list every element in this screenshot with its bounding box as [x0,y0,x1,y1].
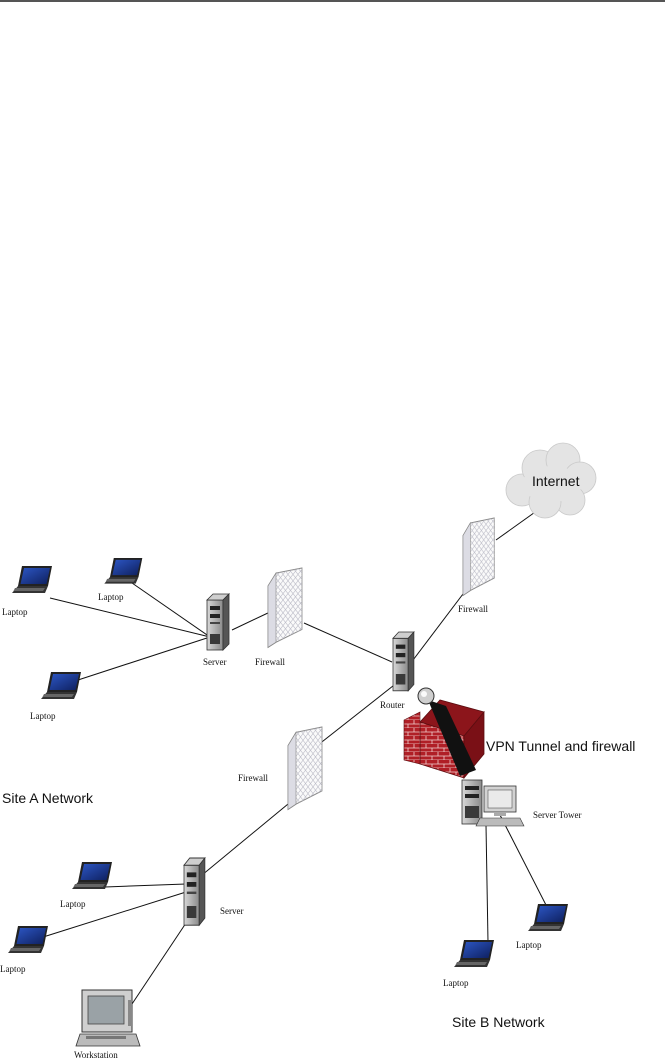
router-icon [392,631,415,692]
top-rule [0,0,665,2]
laptop-icon [72,862,112,889]
link-tower-laptop-b2 [499,814,547,906]
laptop-b1-label: Laptop [443,978,469,988]
server-icon [183,857,206,926]
firewall-icon [287,726,323,811]
laptop-a1-label: Laptop [2,607,28,617]
firewall-site-a-bottom: Firewall [238,726,323,811]
router-label: Router [380,700,405,710]
laptop-a4: Laptop [60,862,112,909]
link-laptop-a1-server [49,597,211,638]
links [39,504,547,1005]
link-laptop-a5-server [39,891,187,939]
laptop-b2: Laptop [516,904,568,950]
vpn-label: VPN Tunnel and firewall [486,738,635,754]
link-router-firewall-a [317,681,399,746]
firewall-internet-label: Firewall [458,604,488,614]
internet-label: Internet [532,473,580,489]
laptop-a3: Laptop [30,672,81,721]
laptop-icon [8,926,48,953]
laptop-icon [528,904,568,931]
laptop-a2: Laptop [98,558,143,602]
firewall-internet: Firewall [458,517,495,614]
laptop-icon [454,940,494,967]
laptop-a3-label: Laptop [30,711,56,721]
internet-cloud: Internet [505,442,597,519]
laptop-icon [12,566,52,593]
link-firewall-a-server [195,789,306,881]
link-router-firewall [403,589,467,673]
site-a-label: Site A Network [2,790,94,806]
link-laptop-a2-server [131,582,211,638]
server-bottom-label: Server [220,906,244,916]
cloud-icon [505,442,597,519]
laptop-b2-label: Laptop [516,940,542,950]
firewall-site-a-bottom-label: Firewall [238,773,268,783]
router: Router [380,631,415,710]
laptop-a1: Laptop [2,566,52,617]
workstation-label: Workstation [74,1050,118,1060]
laptop-a2-label: Laptop [98,592,124,602]
server-icon [206,593,230,651]
firewall-icon [462,517,495,597]
server-tower-label: Server Tower [533,810,581,820]
vpn-brick-wall-icon [403,687,485,780]
server-bottom: Server [183,857,244,926]
laptop-icon [41,672,81,699]
firewall-icon [267,567,303,648]
link-laptop-a3-server [77,636,211,681]
workstation: Workstation [74,989,141,1060]
laptop-a4-label: Laptop [60,899,86,909]
server-tower-icon [461,779,525,827]
server-tower: Server Tower [461,779,581,827]
firewall-site-a-top: Firewall [255,567,303,667]
server-top: Server [203,593,230,667]
site-b-label: Site B Network [452,1014,546,1030]
link-tower-laptop-b1 [485,824,489,943]
vpn-tunnel: VPN Tunnel and firewall [403,687,635,780]
workstation-icon [75,989,141,1047]
firewall-site-a-top-label: Firewall [255,657,285,667]
link-server-firewall [231,611,271,631]
server-top-label: Server [203,657,227,667]
laptop-b1: Laptop [443,940,494,988]
link-laptop-a4-server [104,883,187,888]
laptop-a5-label: Laptop [0,964,26,974]
link-firewall-router [303,622,393,663]
laptop-icon [104,558,143,584]
laptop-a5: Laptop [0,926,48,974]
